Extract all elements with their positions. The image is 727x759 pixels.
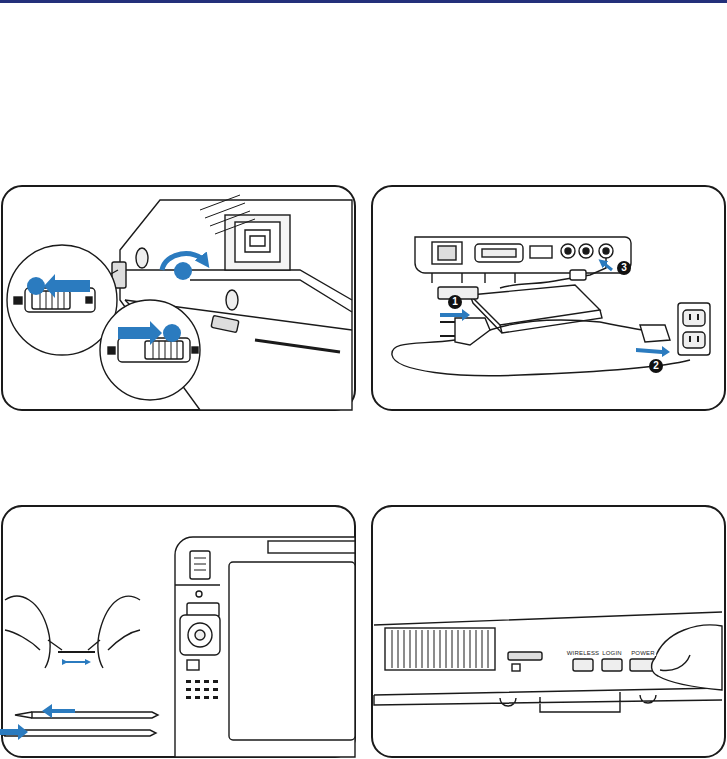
adapter-illustration xyxy=(392,237,710,376)
battery-illustration xyxy=(7,195,352,410)
callout-circles xyxy=(448,261,663,373)
callout-number: 2 xyxy=(653,361,659,371)
stylus-arrows xyxy=(0,662,88,740)
adapter-arrows xyxy=(440,262,670,357)
callout-number: 1 xyxy=(452,297,458,307)
stylus-illustration xyxy=(0,537,355,757)
power-illustration xyxy=(374,612,722,712)
callout-number: 3 xyxy=(621,263,627,273)
button-label: POWER xyxy=(630,650,656,656)
battery-arrows xyxy=(27,254,205,345)
button-label: LOGIN xyxy=(601,650,623,656)
header-rule xyxy=(0,0,727,3)
button-label: WIRELESS xyxy=(566,650,601,656)
panel-frames xyxy=(2,186,725,757)
